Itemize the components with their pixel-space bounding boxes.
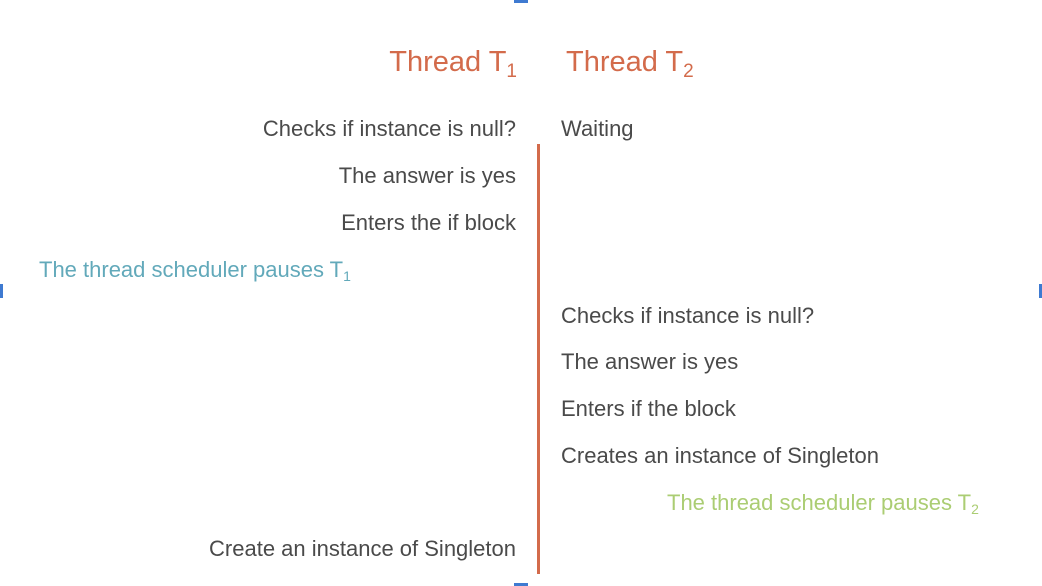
scheduler-pause-t2: The thread scheduler pauses T2 (667, 488, 979, 518)
t2-step-check-null: Checks if instance is null? (561, 303, 815, 328)
selection-handle-left[interactable] (0, 284, 3, 298)
thread-t1-header: Thread T1 (389, 44, 517, 82)
t1-step-answer-yes: The answer is yes (338, 163, 516, 188)
scheduler-pause-t1-subscript: 1 (343, 268, 351, 284)
timeline-divider (537, 144, 540, 574)
t2-step-create-instance: Creates an instance of Singleton (561, 443, 879, 468)
t2-step-waiting: Waiting (561, 116, 634, 141)
thread-t2-header-label: Thread T (566, 46, 684, 78)
thread-t1-header-label: Thread T (389, 46, 507, 78)
selection-handle-top[interactable] (514, 0, 528, 3)
t1-step-check-null: Checks if instance is null? (262, 116, 516, 141)
t1-step-create-instance: Create an instance of Singleton (209, 536, 516, 561)
scheduler-pause-t1: The thread scheduler pauses T1 (39, 255, 351, 285)
thread-t2-header: Thread T2 (566, 44, 694, 82)
scheduler-pause-t2-text: The thread scheduler pauses T (667, 490, 972, 515)
scheduler-pause-t1-text: The thread scheduler pauses T (39, 257, 344, 282)
thread-t2-header-subscript: 2 (683, 61, 694, 82)
selection-handle-bottom[interactable] (514, 583, 528, 586)
selection-handle-right[interactable] (1039, 284, 1042, 298)
t2-step-answer-yes: The answer is yes (561, 349, 739, 374)
t2-step-enters-if: Enters if the block (561, 396, 736, 421)
t1-step-enters-if: Enters the if block (341, 210, 516, 235)
thread-t1-header-subscript: 1 (506, 61, 517, 82)
scheduler-pause-t2-subscript: 2 (971, 501, 979, 517)
